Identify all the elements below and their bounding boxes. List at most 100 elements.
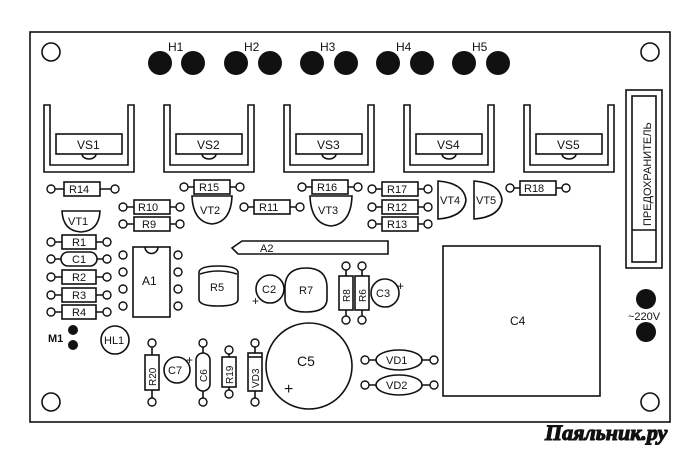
led-hl1: HL1 (100, 325, 130, 355)
fuse-label: ПРЕДОХРАНИТЕЛЬ (642, 122, 654, 226)
svg-text:M1: M1 (48, 333, 63, 345)
svg-text:R18: R18 (524, 183, 544, 195)
thyristor-vs5: VS5 (523, 104, 615, 173)
svg-text:R4: R4 (72, 307, 86, 319)
svg-text:VD1: VD1 (386, 355, 407, 367)
header-h3: H3 (300, 40, 358, 75)
resistor-r14: R14 (46, 181, 120, 197)
svg-text:VS1: VS1 (77, 138, 100, 152)
module-a2: A2 (230, 240, 389, 255)
svg-text:R16: R16 (317, 182, 337, 194)
svg-text:R12: R12 (387, 202, 407, 214)
diode-vd1: VD1 (360, 349, 439, 371)
header-h5: H5 (452, 40, 510, 75)
thyristor-vs1: VS1 (43, 104, 135, 173)
mount-hole-br (640, 392, 660, 412)
resistor-r20: R20 (144, 338, 160, 407)
resistor-r15: R15 (179, 179, 245, 195)
svg-text:R11: R11 (259, 202, 278, 214)
resistor-r7: R7 (284, 267, 328, 313)
svg-text:VS3: VS3 (317, 138, 340, 152)
transistor-vt5: VT5 (473, 180, 503, 220)
svg-text:R5: R5 (210, 282, 224, 294)
header-h1: H1 (148, 40, 205, 75)
resistor-r3: R3 (46, 287, 112, 303)
capacitor-c6: C6 (195, 338, 211, 407)
svg-text:VT1: VT1 (68, 216, 88, 228)
resistor-r6: R6 (354, 261, 370, 325)
thyristor-vs4: VS4 (403, 104, 495, 173)
mount-hole-bl (41, 392, 61, 412)
board-outline (29, 31, 671, 423)
header-label: H4 (396, 40, 412, 54)
svg-text:R8: R8 (342, 289, 353, 302)
resistor-r4: R4 (46, 304, 112, 320)
diode-vd3: VD3 (247, 338, 263, 407)
m1-jumper: M1 (48, 325, 78, 350)
svg-text:C1: C1 (72, 254, 86, 266)
svg-text:VS5: VS5 (557, 138, 580, 152)
capacitor-c2: C2 + (252, 274, 285, 308)
thyristor-vs2: VS2 (163, 104, 255, 173)
resistor-r12: R12 (367, 199, 433, 215)
capacitor-c7: C7 + (163, 353, 193, 384)
header-h4: H4 (376, 40, 434, 75)
resistor-r18: R18 (505, 180, 571, 196)
header-label: H5 (472, 40, 488, 54)
svg-text:R14: R14 (69, 184, 89, 196)
svg-text:R19: R19 (225, 365, 236, 384)
transistor-vt2: VT2 (191, 195, 233, 225)
transistor-vt1: VT1 (61, 210, 101, 233)
resistor-r13: R13 (367, 216, 433, 232)
module-label: A2 (260, 243, 273, 255)
svg-text:R10: R10 (138, 202, 158, 214)
svg-text:VS4: VS4 (437, 138, 460, 152)
svg-text:R7: R7 (299, 285, 313, 297)
svg-text:R13: R13 (387, 219, 407, 231)
resistor-r9: R9 (118, 216, 185, 232)
svg-text:C6: C6 (199, 369, 210, 382)
svg-text:VT2: VT2 (200, 205, 220, 217)
resistor-r11: R11 (239, 199, 305, 215)
chip-a1: A1 (118, 246, 183, 318)
header-label: H1 (168, 40, 184, 54)
resistor-r10: R10 (118, 199, 185, 215)
mount-hole-tl (41, 42, 61, 62)
transistor-vt4: VT4 (437, 180, 467, 220)
capacitor-c4: C4 (442, 245, 601, 397)
resistor-r16: R16 (297, 179, 363, 195)
svg-text:HL1: HL1 (104, 335, 124, 347)
power-terminals: ~220V (628, 289, 661, 342)
svg-text:C3: C3 (376, 288, 390, 300)
header-label: H3 (320, 40, 336, 54)
capacitor-c3: C3 + (370, 278, 404, 308)
resistor-r17: R17 (367, 181, 433, 197)
fuse-holder: ПРЕДОХРАНИТЕЛЬ (625, 89, 663, 269)
svg-text:+: + (397, 279, 404, 293)
resistor-r8: R8 (338, 261, 354, 325)
svg-text:R15: R15 (199, 182, 219, 194)
svg-text:R1: R1 (72, 237, 86, 249)
svg-text:C7: C7 (168, 365, 182, 377)
chip-label: A1 (142, 274, 157, 288)
svg-text:VT3: VT3 (318, 205, 338, 217)
svg-text:C4: C4 (510, 314, 526, 328)
header-h2: H2 (224, 40, 282, 75)
svg-text:+: + (252, 294, 259, 308)
svg-text:VD2: VD2 (386, 380, 407, 392)
svg-text:VT5: VT5 (476, 195, 496, 207)
power-label: ~220V (628, 311, 661, 323)
svg-text:VT4: VT4 (440, 195, 460, 207)
watermark: Паяльник.ру (544, 420, 668, 445)
resistor-r5: R5 (198, 265, 239, 307)
svg-text:C5: C5 (297, 353, 315, 369)
svg-text:R6: R6 (358, 289, 369, 302)
svg-text:+: + (284, 381, 293, 398)
capacitor-c1: C1 (46, 251, 112, 267)
diode-vd2: VD2 (360, 374, 439, 396)
svg-text:C2: C2 (262, 284, 276, 296)
capacitor-c5: C5 + (265, 322, 353, 410)
svg-text:R17: R17 (387, 184, 407, 196)
svg-text:R3: R3 (72, 290, 86, 302)
